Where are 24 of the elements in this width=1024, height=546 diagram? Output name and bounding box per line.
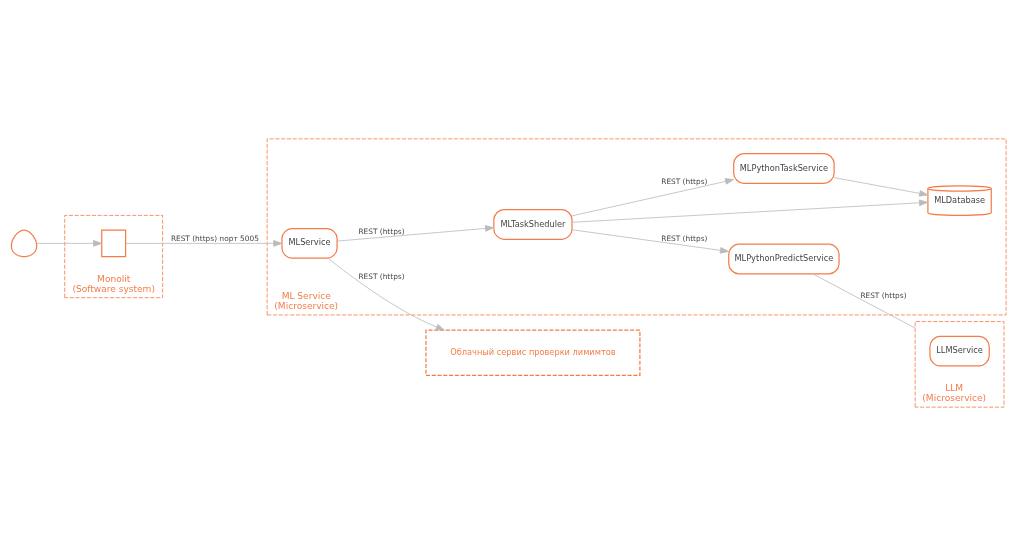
node-box: Облачный сервис проверки лимимтов [425, 329, 641, 377]
node-box: LLMService [929, 335, 990, 367]
arrow [125, 240, 283, 247]
node-box: MLPythonTaskService [733, 153, 835, 184]
edge-label: REST (https) [661, 177, 708, 187]
edge-label: REST (https) порт 5005 [170, 234, 259, 244]
node-box [101, 229, 127, 258]
arrow [336, 225, 495, 242]
node-person [10, 229, 38, 258]
node-box: MLService [281, 227, 338, 259]
node-box: MLTaskSheduler [493, 209, 573, 240]
edge-label: REST (https) [860, 290, 907, 300]
edge-label: REST (https) [358, 271, 405, 281]
edge-label: REST (https) [661, 234, 708, 244]
node-box: MLPythonPredictService [728, 243, 840, 275]
arrow [571, 229, 730, 254]
arrow [571, 178, 735, 217]
connector [812, 273, 916, 329]
arrow [328, 258, 445, 331]
arrow [571, 199, 929, 223]
arrow [833, 177, 929, 197]
arrow [36, 240, 103, 247]
edge-label: REST (https) [358, 226, 405, 236]
cluster: Monolit (Software system) [64, 215, 164, 299]
